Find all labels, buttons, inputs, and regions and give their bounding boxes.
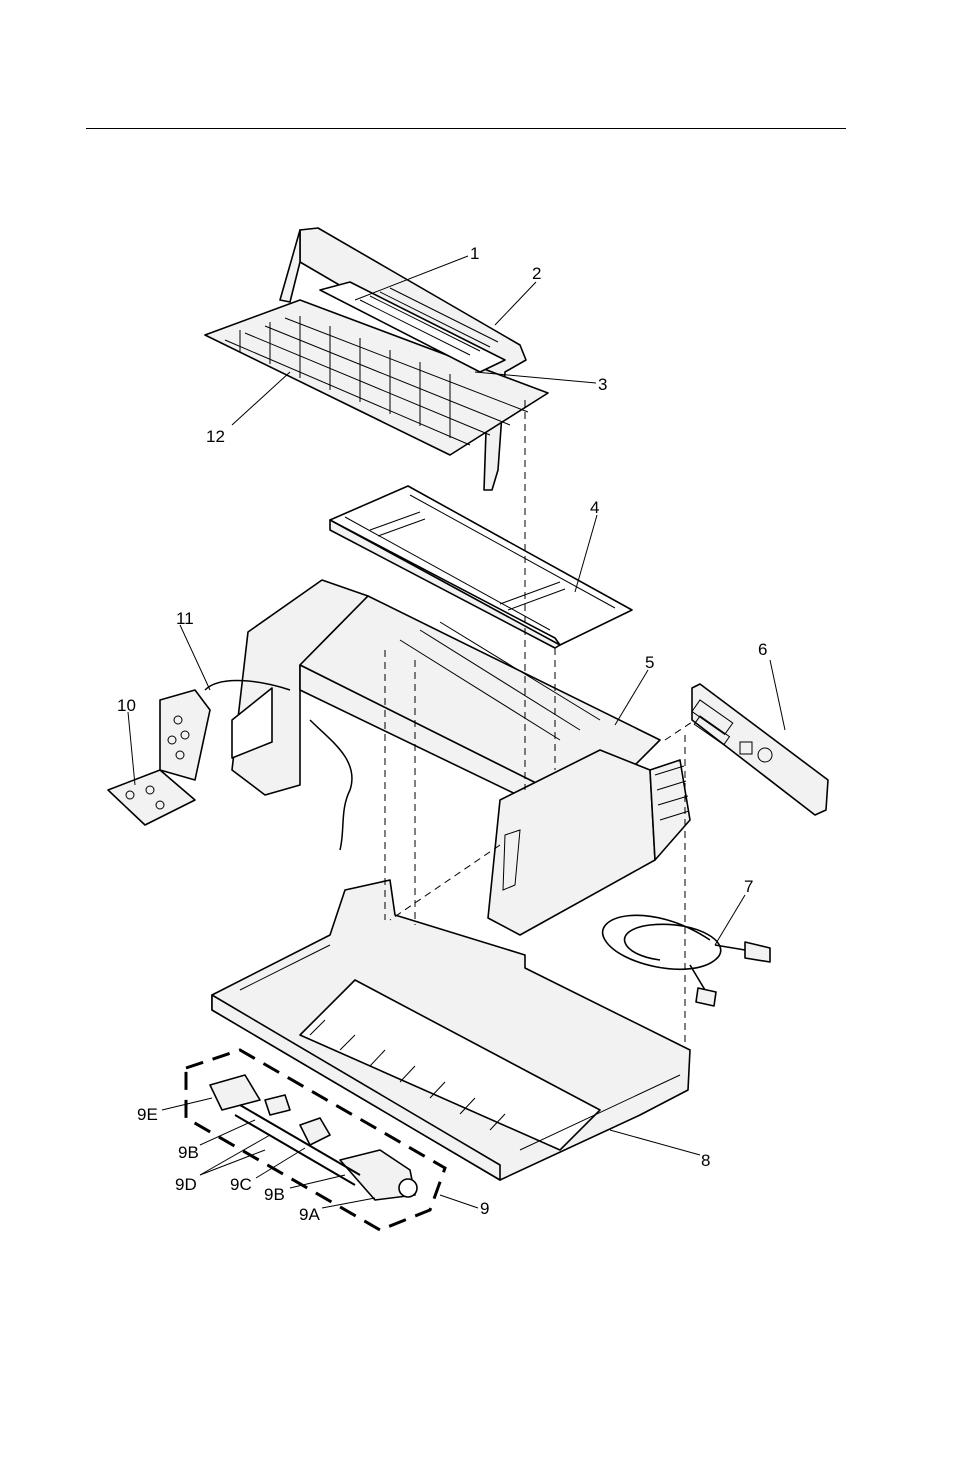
callout-12: 12 xyxy=(206,427,225,446)
callout-1: 1 xyxy=(470,244,479,263)
callout-2: 2 xyxy=(532,264,541,283)
callout-9b-lower: 9B xyxy=(264,1185,285,1204)
callout-9c: 9C xyxy=(230,1175,252,1194)
base-housing xyxy=(212,880,690,1180)
callout-3: 3 xyxy=(598,375,607,394)
callout-11: 11 xyxy=(176,609,194,628)
top-cover-assembly xyxy=(205,228,548,490)
power-cord xyxy=(603,915,770,1006)
callout-9d: 9D xyxy=(175,1175,197,1194)
callout-7: 7 xyxy=(744,877,753,896)
callout-4: 4 xyxy=(590,498,599,517)
callout-5: 5 xyxy=(645,653,654,672)
callout-10: 10 xyxy=(117,696,136,715)
callout-9b-upper: 9B xyxy=(178,1143,199,1162)
callout-6: 6 xyxy=(758,640,767,659)
rear-panel xyxy=(692,684,828,815)
callout-9e: 9E xyxy=(137,1105,158,1124)
callout-8: 8 xyxy=(701,1151,710,1170)
callout-9a: 9A xyxy=(299,1205,320,1224)
top-housing xyxy=(232,580,690,935)
callout-9: 9 xyxy=(480,1199,489,1218)
